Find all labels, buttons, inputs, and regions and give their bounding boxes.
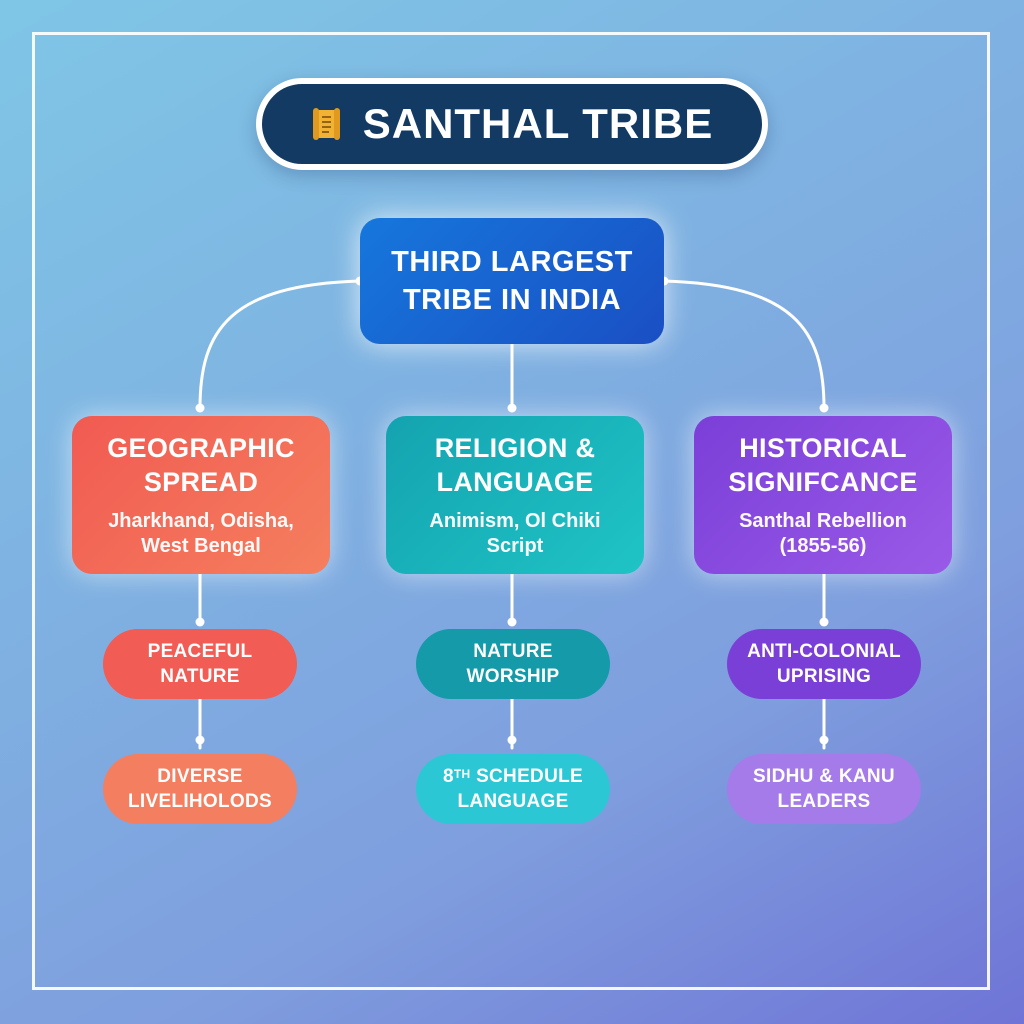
branch-subtitle: Animism, Ol Chiki Script (429, 509, 600, 559)
branch-subtitle-line-1: Santhal Rebellion (739, 510, 907, 532)
branch-geographic-spread: GEOGRAPHIC SPREAD Jharkhand, Odisha, Wes… (72, 416, 330, 574)
connector-dot (195, 403, 205, 413)
branch-title-line-1: GEOGRAPHIC (107, 433, 295, 463)
branch-title-line-2: SIGNIFCANCE (728, 467, 918, 497)
root-line-2: TRIBE IN INDIA (402, 284, 622, 316)
pill-8th-schedule-language: 8TH SCHEDULE LANGUAGE (416, 754, 610, 824)
pill-line-1: SIDHU & KANU (753, 766, 895, 787)
branch-subtitle-line-1: Jharkhand, Odisha, (108, 510, 294, 532)
pill-number: 8 (443, 766, 454, 787)
page-title: SANTHAL TRIBE (362, 100, 714, 147)
branch-title-line-1: HISTORICAL (739, 433, 907, 463)
pill-line-2: UPRISING (776, 666, 872, 687)
pill-line-1: PEACEFUL (147, 641, 253, 662)
pill-line-2: LIVELIHOLODS (128, 791, 272, 812)
pill-diverse-livelihoods: DIVERSE LIVELIHOLODS (103, 754, 297, 824)
pill-nature-worship: NATURE WORSHIP (416, 629, 610, 699)
connector-dot (507, 617, 517, 627)
connector-root-right (662, 279, 826, 410)
title-banner: SANTHAL TRIBE (256, 78, 768, 170)
pill-line-1: NATURE (473, 641, 553, 662)
pill-sidhu-kanu-leaders: SIDHU & KANU LEADERS (727, 754, 921, 824)
branch-subtitle-line-2: (1855-56) (779, 535, 867, 557)
branch-religion-language: RELIGION & LANGUAGE Animism, Ol Chiki Sc… (386, 416, 644, 574)
connector-dot (819, 617, 829, 627)
branch-title-line-2: LANGUAGE (436, 467, 594, 497)
connector-dot (819, 403, 829, 413)
root-line-1: THIRD LARGEST (391, 246, 633, 278)
connector-dot (507, 735, 517, 745)
connector-dot (195, 735, 205, 745)
branch-historical-significance: HISTORICAL SIGNIFCANCE Santhal Rebellion… (694, 416, 952, 574)
connector-dot (819, 735, 829, 745)
connector-root-left (198, 279, 362, 410)
branch-subtitle-line-2: Script (486, 535, 544, 557)
branch-title-line-2: SPREAD (143, 467, 259, 497)
branch-title-line-1: RELIGION & (434, 433, 596, 463)
pill-superscript: TH (453, 767, 471, 781)
pill-line-1: 8TH SCHEDULE (443, 764, 583, 789)
root-node: THIRD LARGEST TRIBE IN INDIA (360, 218, 664, 344)
outer-frame (32, 32, 990, 990)
pill-line-1: DIVERSE (157, 766, 243, 787)
pill-line-2: LANGUAGE (457, 791, 569, 812)
branch-subtitle-line-1: Animism, Ol Chiki (429, 510, 601, 532)
branch-subtitle: Jharkhand, Odisha, West Bengal (108, 509, 294, 559)
pill-line-2: LEADERS (777, 791, 871, 812)
branch-subtitle-line-2: West Bengal (141, 535, 261, 557)
branch-subtitle: Santhal Rebellion (1855-56) (739, 509, 907, 559)
pill-peaceful-nature: PEACEFUL NATURE (103, 629, 297, 699)
connector-dot (195, 617, 205, 627)
pill-line-1: ANTI-COLONIAL (747, 641, 901, 662)
scroll-icon (312, 108, 340, 140)
pill-anti-colonial-uprising: ANTI-COLONIAL UPRISING (727, 629, 921, 699)
connector-dot (507, 403, 517, 413)
pill-line-2: NATURE (160, 666, 240, 687)
pill-line-2: WORSHIP (466, 666, 560, 687)
pill-line-1-rest: SCHEDULE (470, 766, 583, 787)
